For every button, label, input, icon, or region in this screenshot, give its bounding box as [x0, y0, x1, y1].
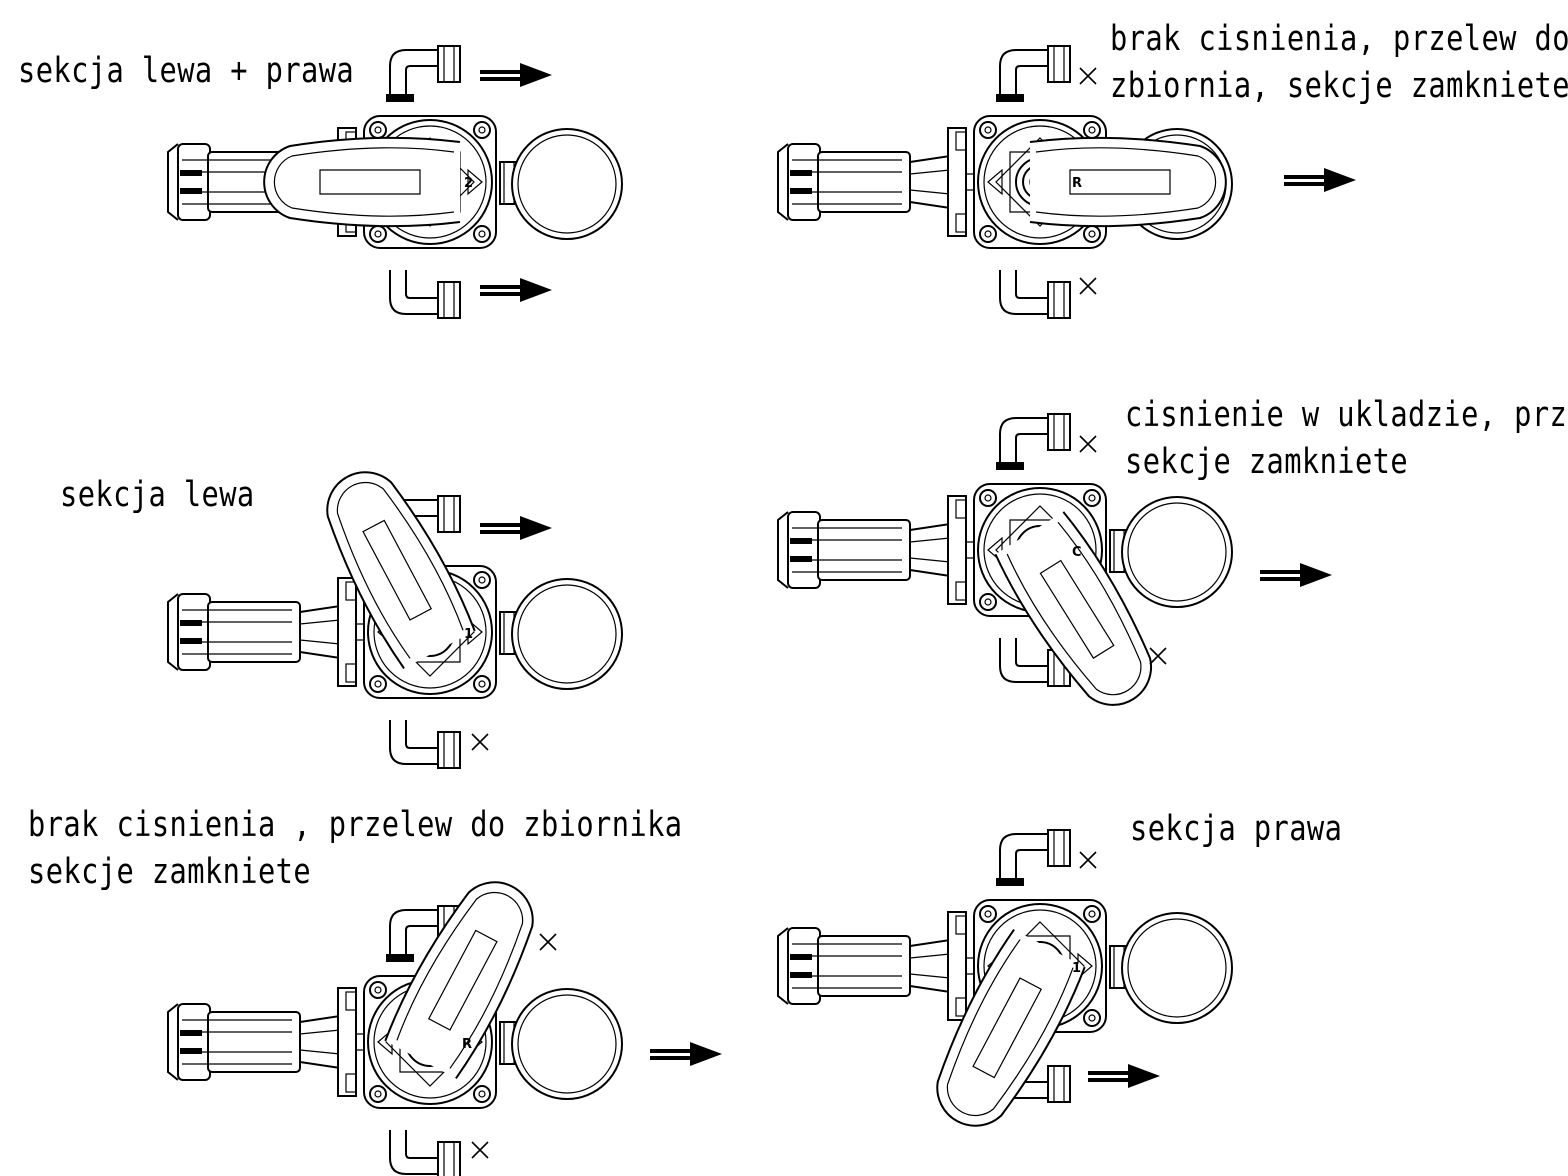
caption-line: cisnienie w ukladzie, przelew: [1125, 395, 1568, 435]
caption-line: zbiornia, sekcje zamkniete: [1110, 66, 1568, 106]
outlet-bottom-fitting: [999, 269, 1071, 319]
caption-pressure-overflow: cisnienie w ukladzie, przelew sekcje zam…: [1125, 392, 1568, 486]
outlet-top-fitting: [995, 45, 1071, 103]
caption-line: brak cisnienia, przelew do: [1110, 19, 1568, 59]
closed-mark-top: [1079, 67, 1097, 85]
caption-right: sekcja prawa: [1130, 806, 1342, 853]
lever-handle: [1029, 136, 1227, 228]
outlet-top-fitting: [995, 413, 1071, 471]
flow-arrow-top: [480, 63, 552, 87]
panel-left: 1: [167, 455, 623, 769]
caption-line: brak cisnienia , przelew do zbiornika: [28, 805, 683, 845]
caption-line: sekcja lewa: [60, 475, 255, 515]
outlet-top-fitting: [385, 45, 461, 103]
closed-mark-bottom: [1149, 647, 1167, 665]
outlet-bottom-fitting: [389, 719, 461, 769]
outlet-bottom-fitting: [389, 269, 461, 319]
caption-line: sekcje zamkniete: [28, 852, 312, 892]
flow-arrow-top: [480, 516, 552, 540]
caption-line: sekcja prawa: [1130, 809, 1343, 849]
closed-mark-bottom: [471, 1141, 489, 1159]
caption-no-pressure-overflow-2: brak cisnienia , przelew do zbiornika se…: [28, 802, 682, 896]
flow-arrow-return: [650, 1042, 722, 1066]
closed-mark-top: [539, 933, 557, 951]
position-letter: R: [1072, 176, 1082, 191]
caption-left-right: sekcja lewa + prawa: [18, 48, 354, 95]
closed-mark-top: [1079, 851, 1097, 869]
closed-mark-top: [1079, 435, 1097, 453]
closed-mark-bottom: [1079, 277, 1097, 295]
caption-line: sekcja lewa + prawa: [18, 51, 355, 91]
lever-handle: [263, 136, 461, 228]
panel-no-pressure-overflow-1: R: [777, 45, 1356, 319]
outlet-bottom-fitting: [389, 1129, 461, 1176]
position-letter: C: [1072, 545, 1082, 560]
closed-mark-bottom: [471, 733, 489, 751]
outlet-top-fitting: [995, 829, 1071, 887]
panel-right: 1: [777, 829, 1233, 1143]
flow-arrow-return: [1284, 168, 1356, 192]
position-letter: 2: [464, 176, 473, 191]
caption-line: sekcje zamkniete: [1125, 442, 1409, 482]
caption-left: sekcja lewa: [60, 472, 255, 519]
panel-left-right: 2: [167, 45, 623, 319]
panel-no-pressure-overflow-2: R: [167, 865, 722, 1176]
position-letter: 1: [464, 627, 473, 642]
caption-no-pressure-overflow-1: brak cisnienia, przelew do zbiornia, sek…: [1110, 16, 1568, 110]
panel-pressure-overflow: C: [777, 413, 1332, 724]
position-letter: 1: [1072, 961, 1081, 976]
flow-arrow-bottom: [480, 278, 552, 302]
position-letter: R: [462, 1037, 472, 1052]
flow-arrow-bottom: [1088, 1064, 1160, 1088]
flow-arrow-return: [1260, 563, 1332, 587]
